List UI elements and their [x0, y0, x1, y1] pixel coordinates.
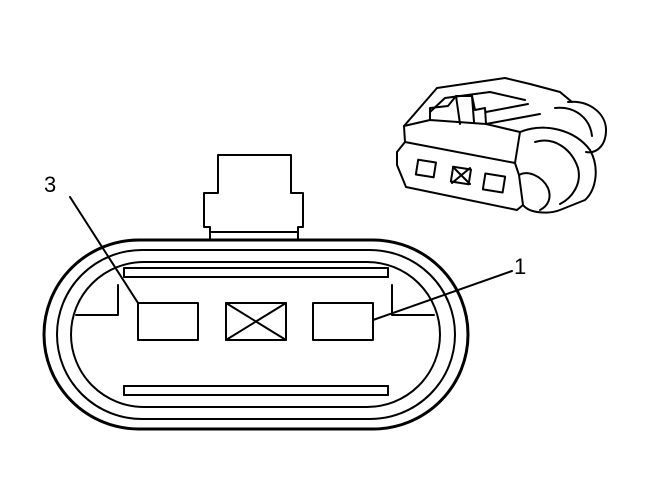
callout-3: 3 [44, 172, 56, 197]
callout-1: 1 [514, 254, 526, 279]
connector-face-view [42, 154, 513, 431]
locking-tab [203, 154, 304, 241]
leader-line-3 [69, 196, 139, 304]
housing-outer [42, 238, 470, 431]
terminal-face [70, 261, 441, 408]
connector-perspective-view [396, 77, 607, 214]
lock-tab-top [429, 95, 487, 125]
guide-rib-top [123, 267, 389, 278]
body-top [403, 77, 573, 127]
right-key [391, 284, 435, 316]
left-key [75, 284, 119, 316]
guide-rib-bottom [123, 385, 389, 396]
perspective-blocked-cavity [449, 165, 472, 186]
blocked-cavity-2 [225, 302, 287, 341]
rear-boot [567, 100, 607, 154]
leader-line-1 [372, 270, 513, 321]
housing-rim [56, 249, 456, 420]
terminal-cavity-1 [312, 302, 374, 341]
terminal-cavity-3 [137, 302, 199, 341]
side-body [519, 126, 597, 214]
